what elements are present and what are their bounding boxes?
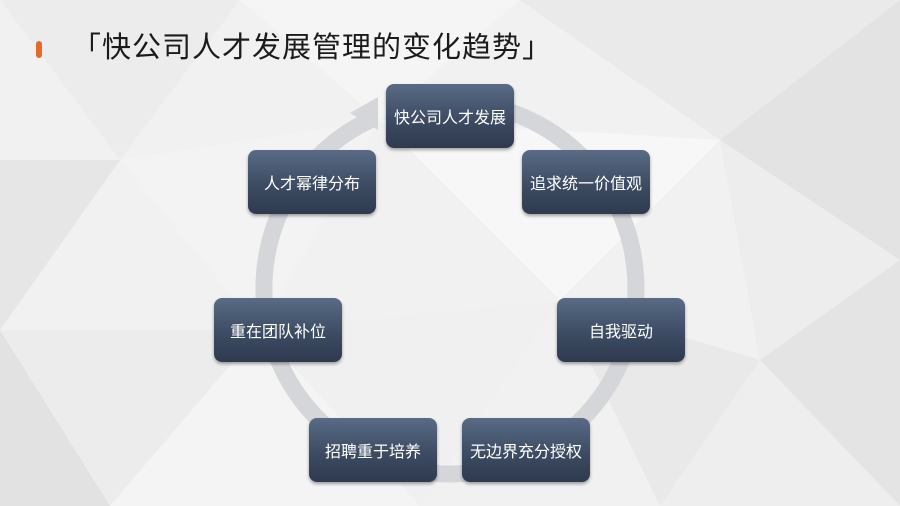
node-team-complement: 重在团队补位	[214, 298, 342, 362]
node-self-driven: 自我驱动	[557, 298, 685, 362]
title-accent-bar	[36, 41, 42, 58]
node-boundaryless-empowerment: 无边界充分授权	[462, 418, 590, 482]
slide-title: 「快公司人才发展管理的变化趋势」	[72, 30, 553, 64]
cycle-ring-arrowhead	[350, 97, 378, 130]
node-fast-company-talent: 快公司人才发展	[386, 84, 514, 148]
node-unified-values: 追求统一价值观	[522, 150, 650, 214]
node-recruit-over-train: 招聘重于培养	[309, 418, 437, 482]
node-power-law-talent: 人才幂律分布	[248, 150, 376, 214]
